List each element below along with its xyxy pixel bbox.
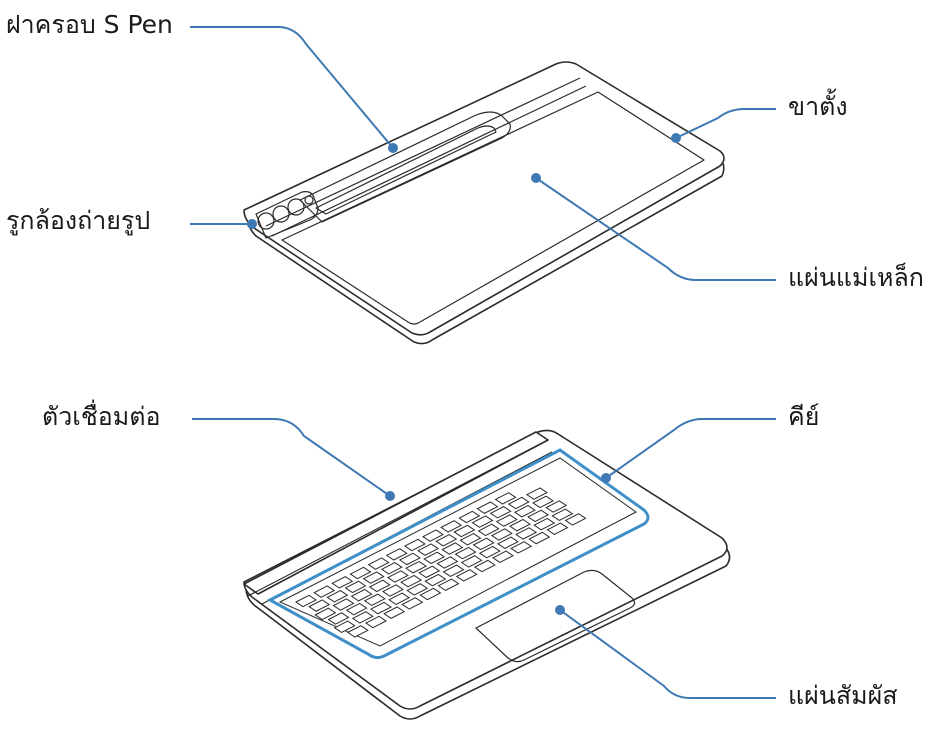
keyboard-key (383, 606, 406, 619)
keyboard-key (326, 589, 349, 603)
keyboard-key (533, 517, 556, 531)
keyboard-key (423, 551, 446, 565)
keyboard-key (333, 620, 356, 633)
keyboard-key (440, 520, 463, 533)
keyboard-key (437, 578, 460, 591)
touchpad-shape (475, 569, 636, 663)
camera-module (255, 191, 319, 239)
keyboard-key (350, 588, 373, 602)
keyboard-key (424, 573, 447, 587)
keyboard-key (388, 592, 411, 605)
keyboard-key (454, 546, 477, 560)
leader-dots (247, 133, 681, 615)
keyboard-key (473, 559, 496, 573)
keyboard-key (367, 557, 390, 570)
label-spen-cover: ฝาครอบ S Pen (6, 10, 173, 39)
keyboard-key (528, 531, 551, 545)
keyboard-key (545, 500, 568, 513)
keyboard-key (496, 536, 519, 550)
keyboard-key (418, 565, 441, 579)
keyboard-key (362, 571, 385, 584)
keyboard-key (491, 550, 514, 563)
keyboard-key (369, 601, 392, 615)
keyboard-key (308, 599, 331, 612)
keyboard-key (417, 543, 440, 556)
keyboard-key (314, 607, 337, 621)
leader-lines (190, 26, 776, 699)
leader-spen (190, 26, 394, 149)
keyboard-key (345, 602, 368, 616)
keyboard-key (478, 545, 501, 559)
keyboard-key (515, 527, 538, 540)
keyboard-key (472, 537, 495, 551)
keyboard-key (508, 518, 531, 532)
leader-magnet (535, 177, 776, 281)
keyboard-key (455, 569, 478, 582)
keyboard-key (381, 584, 404, 597)
keyboard-key (507, 496, 530, 510)
keyboard-key (346, 625, 369, 638)
leader-touchpad (559, 609, 776, 699)
label-stand: ขาตั้ง (788, 92, 848, 121)
keyboard-key (477, 523, 500, 537)
keyboard-key (564, 513, 587, 526)
keyboard-key (525, 487, 548, 500)
label-connector: ตัวเชื่อมต่อ (42, 402, 161, 431)
keyboard-key (458, 510, 481, 524)
keyboard-key (495, 514, 518, 527)
keyboard-illustration (243, 429, 731, 720)
keyboard-key (332, 598, 355, 611)
keyboard-key (419, 587, 442, 601)
keyboard-key (532, 495, 555, 509)
keyboard-key (527, 509, 550, 523)
keyboard-key (489, 506, 512, 519)
keyboard-key (331, 576, 354, 589)
keyboard-key (405, 560, 428, 574)
keyboard-key (385, 548, 408, 561)
keyboard-key (368, 579, 391, 593)
leader-keys (605, 418, 776, 479)
keyboard-key (403, 538, 426, 552)
keyboard-key (459, 532, 482, 546)
back-cover-illustration (243, 61, 725, 345)
keyboard-key (422, 529, 445, 542)
keyboard-keys (295, 487, 587, 638)
keyboard-key (453, 524, 476, 538)
keyboard-key (344, 580, 367, 594)
leader-stand (675, 108, 776, 139)
keyboard-key (490, 528, 513, 541)
keyboard-key (513, 504, 536, 518)
keyboard-key (494, 492, 517, 505)
keyboard-key (364, 615, 387, 629)
keyboard-key (510, 541, 533, 554)
label-touchpad: แผ่นสัมผัส (788, 681, 898, 710)
keyboard-key (380, 562, 403, 575)
keyboard-key (546, 522, 569, 535)
label-magnet-plate: แผ่นแม่เหล็ก (788, 263, 924, 292)
keyboard-key (442, 564, 465, 578)
keyboard-key (401, 597, 424, 610)
keyboard-key (435, 534, 458, 547)
keyboard-key (406, 583, 429, 596)
keyboard-key (313, 585, 336, 598)
keyboard-key (351, 611, 374, 624)
keyboard-key (476, 501, 499, 514)
keyboard-key (327, 612, 350, 625)
keyboard-key (471, 515, 494, 528)
keyboard-key (436, 556, 459, 569)
keyboard-key (363, 593, 386, 607)
keyboard-key (295, 594, 318, 608)
keyboard-key (400, 574, 423, 588)
keyboard-key (349, 566, 372, 580)
leader-connector (192, 418, 391, 497)
keyboard-key (460, 555, 483, 568)
keyboard-key (398, 552, 421, 566)
keyboard-key (551, 508, 574, 522)
label-camera-hole: รูกล้องถ่ายรูป (6, 206, 151, 235)
keyboard-key (441, 542, 464, 555)
label-keys: คีย์ (788, 402, 820, 431)
keyboard-key (386, 570, 409, 583)
